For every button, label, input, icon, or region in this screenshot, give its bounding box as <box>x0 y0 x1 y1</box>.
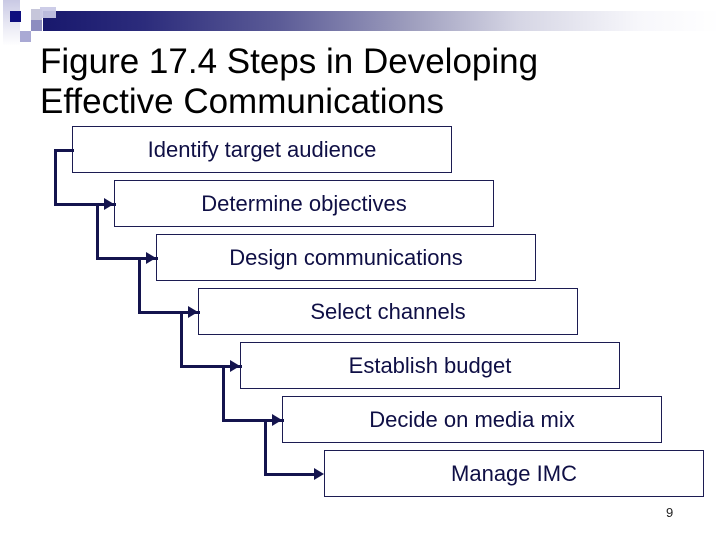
connector-horizontal <box>96 257 147 260</box>
connector-stub <box>222 365 242 368</box>
connector-vertical <box>222 365 225 422</box>
connector-horizontal <box>54 203 105 206</box>
connector-stub <box>96 203 116 206</box>
step-box: Establish budget <box>240 342 620 389</box>
title-line-2: Effective Communications <box>40 82 444 121</box>
step-label: Manage IMC <box>451 460 577 486</box>
connector-vertical <box>138 257 141 314</box>
connector-stub <box>180 311 200 314</box>
page-number: 9 <box>666 505 674 520</box>
step-label: Design communications <box>229 244 463 270</box>
connector-arrowhead <box>314 468 324 480</box>
connector-vertical <box>264 419 267 476</box>
step-label: Decide on media mix <box>369 406 575 432</box>
pixel-square-lavender <box>20 31 31 42</box>
connector-stub <box>264 419 284 422</box>
connector-horizontal <box>264 473 315 476</box>
step-label: Select channels <box>310 298 466 324</box>
pixel-square-navy <box>10 11 21 22</box>
connector-vertical <box>54 149 57 206</box>
connector-vertical <box>180 311 183 368</box>
step-label: Determine objectives <box>201 190 407 216</box>
connector-horizontal <box>180 365 231 368</box>
header-gradient-bar <box>43 11 720 31</box>
step-box: Decide on media mix <box>282 396 662 443</box>
title-line-1: Figure 17.4 Steps in Developing <box>40 42 539 81</box>
connector-stub <box>54 149 74 152</box>
step-box: Design communications <box>156 234 536 281</box>
step-box: Select channels <box>198 288 578 335</box>
connector-vertical <box>96 203 99 260</box>
pixel-square-lightgray <box>31 9 42 20</box>
step-box: Manage IMC <box>324 450 704 497</box>
pixel-square-slate <box>31 20 42 31</box>
slide-title: Figure 17.4 Steps in Developing Effectiv… <box>40 42 660 122</box>
connector-horizontal <box>138 311 189 314</box>
step-label: Identify target audience <box>147 136 377 162</box>
connector-horizontal <box>222 419 273 422</box>
step-box: Determine objectives <box>114 180 494 227</box>
step-box: Identify target audience <box>72 126 452 173</box>
connector-stub <box>138 257 158 260</box>
pixel-square-lightlavender <box>40 7 56 18</box>
step-label: Establish budget <box>348 352 512 378</box>
